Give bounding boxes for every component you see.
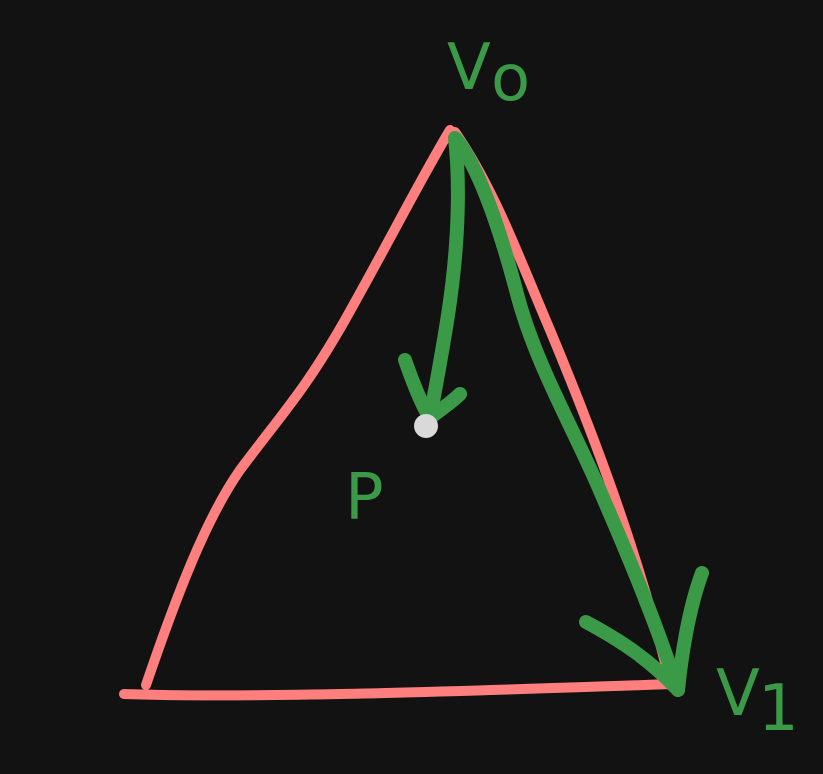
point-p bbox=[414, 414, 438, 438]
label-v1-subscript: 1 bbox=[758, 672, 801, 746]
triangle-left-edge bbox=[141, 125, 455, 690]
label-v0: V o bbox=[447, 31, 532, 116]
vector-v0-v1-shaft bbox=[450, 133, 685, 697]
vector-v0-p-shaft bbox=[423, 131, 465, 425]
vector-v0-to-v1 bbox=[450, 133, 709, 697]
label-v0-main: V bbox=[447, 31, 493, 105]
label-v1: V 1 bbox=[716, 657, 801, 746]
vector-v0-to-p bbox=[398, 131, 467, 425]
triangle-outline bbox=[119, 125, 678, 701]
triangle-bottom-edge bbox=[119, 679, 678, 701]
label-v1-main: V bbox=[716, 657, 762, 731]
label-p: P bbox=[345, 461, 386, 535]
label-v0-subscript: o bbox=[491, 42, 532, 116]
vector-v0-v1-arrowhead bbox=[579, 566, 709, 697]
